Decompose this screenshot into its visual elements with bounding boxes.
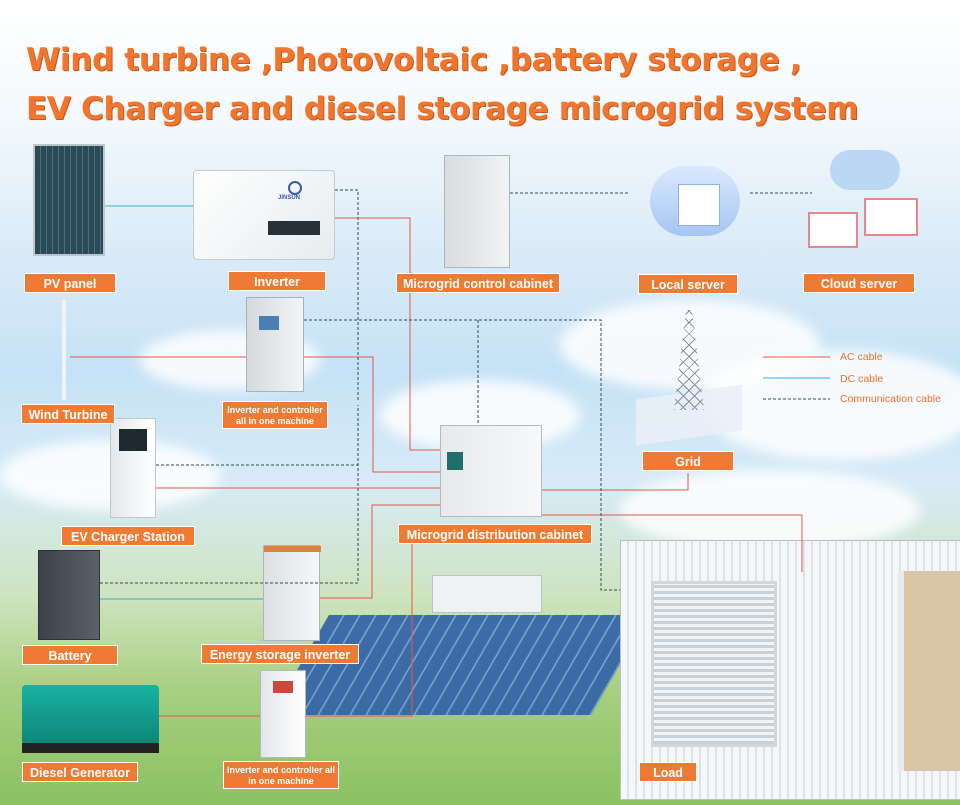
inverter-brand: JINSUN bbox=[278, 195, 301, 201]
legend-dc-label: DC cable bbox=[840, 373, 884, 385]
inverter-logo bbox=[288, 181, 302, 195]
label-wind-turbine: Wind Turbine bbox=[21, 404, 115, 424]
title-line-2: EV Charger and diesel storage microgrid … bbox=[26, 91, 859, 127]
ac-cable-inverter-controller bbox=[304, 356, 440, 473]
label-pv-panel: PV panel bbox=[24, 273, 116, 293]
grid-tower-image bbox=[636, 310, 742, 446]
dc-cables bbox=[100, 205, 830, 600]
label-distribution-cabinet: Microgrid distribution cabinet bbox=[398, 524, 592, 544]
label-local-server: Local server bbox=[638, 274, 738, 294]
local-server-image bbox=[630, 160, 750, 252]
label-diesel-generator: Diesel Generator bbox=[22, 762, 138, 782]
label-load: Load bbox=[639, 762, 697, 782]
container-door bbox=[898, 571, 960, 771]
container-vent bbox=[651, 581, 777, 747]
comm-cable-controller bbox=[304, 319, 620, 591]
cloud-server-image bbox=[800, 150, 920, 250]
ac-cable-inverter bbox=[335, 217, 440, 451]
legend-ac-label: AC cable bbox=[840, 351, 883, 363]
inverter-image: JINSUN bbox=[193, 170, 335, 260]
label-inverter: Inverter bbox=[228, 271, 326, 291]
ac-cable-energy-storage bbox=[320, 504, 440, 599]
energy-storage-inverter-image bbox=[263, 545, 321, 641]
label-ev-charger: EV Charger Station bbox=[61, 526, 195, 546]
comm-cable-inverter bbox=[335, 189, 359, 400]
ac-cable-diesel-controller bbox=[306, 542, 413, 717]
inverter-display bbox=[268, 221, 320, 235]
inverter-controller-2-image bbox=[260, 670, 306, 758]
legend-comm-label: Communication cable bbox=[840, 393, 941, 405]
label-inverter-controller-2: Inverter and controller all in one machi… bbox=[223, 761, 339, 789]
ac-cable-load bbox=[542, 514, 803, 572]
label-cloud-server: Cloud server bbox=[803, 273, 915, 293]
label-grid: Grid bbox=[642, 451, 734, 471]
label-inverter-controller-1: Inverter and controller all in one machi… bbox=[222, 401, 328, 429]
control-cabinet-image bbox=[444, 155, 510, 268]
ac-cables bbox=[70, 217, 830, 717]
title-line-1: Wind turbine ,Photovoltaic ,battery stor… bbox=[26, 42, 802, 78]
container-small bbox=[432, 575, 542, 613]
pv-panel-image bbox=[33, 144, 105, 256]
load-container bbox=[620, 540, 960, 800]
ac-cable-grid bbox=[542, 473, 689, 491]
label-energy-storage-inverter: Energy storage inverter bbox=[201, 644, 359, 664]
label-control-cabinet: Microgrid control cabinet bbox=[396, 273, 560, 293]
ev-charger-image bbox=[110, 418, 156, 518]
distribution-cabinet-image bbox=[440, 425, 542, 517]
communication-cables bbox=[100, 189, 830, 591]
comm-cable-battery bbox=[100, 405, 359, 584]
diesel-generator-image bbox=[22, 685, 159, 753]
page-title: Wind turbine ,Photovoltaic ,battery stor… bbox=[26, 36, 859, 134]
label-battery: Battery bbox=[22, 645, 118, 665]
battery-image bbox=[38, 550, 100, 640]
wind-turbine-image bbox=[62, 300, 66, 400]
inverter-controller-1-image bbox=[246, 297, 304, 392]
